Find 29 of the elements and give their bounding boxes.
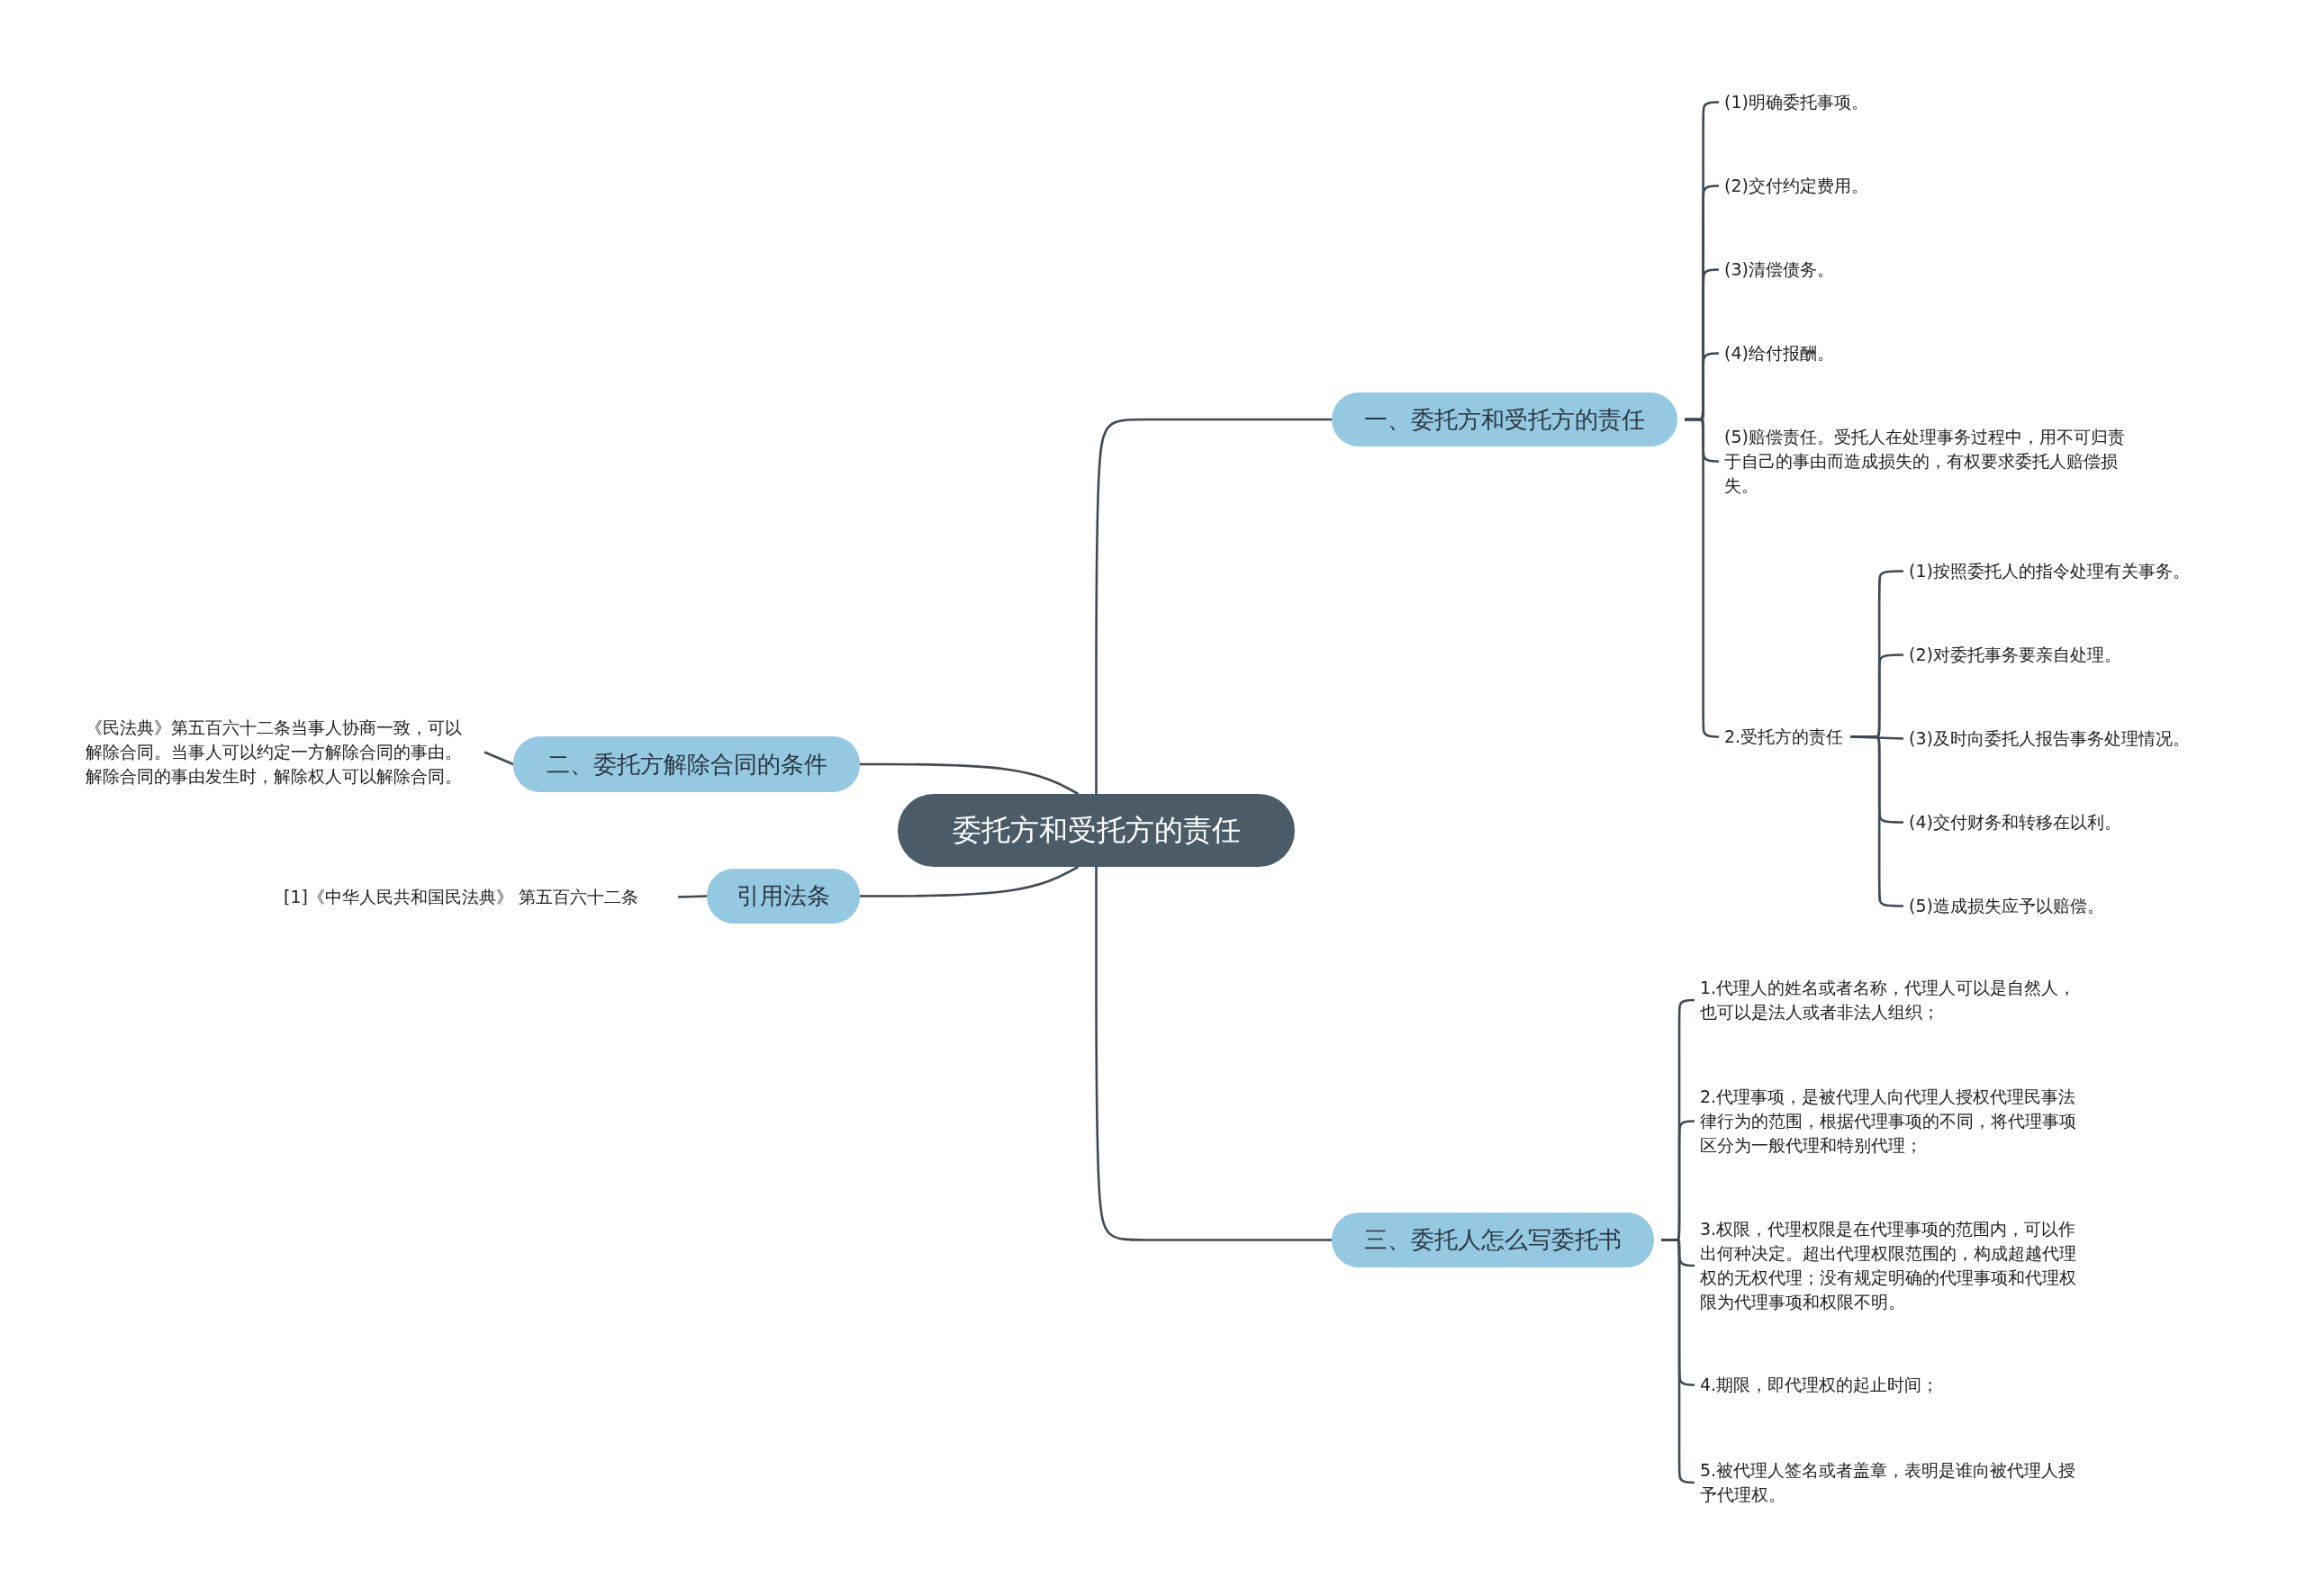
topic-text: (2)对委托事务要亲自处理。 [1909,643,2121,667]
topic-text: 5.被代理人签名或者盖章，表明是谁向被代理人授予代理权。 [1700,1458,2092,1507]
topic-text: (1)按照委托人的指令处理有关事务。 [1909,559,2190,583]
connector-line [484,751,514,766]
topic-pill: 三、委托人怎么写委托书 [1332,1213,1654,1267]
topic-text: (3)清偿债务。 [1724,257,1834,282]
topic-text: 《民法典》第五百六十二条当事人协商一致，可以解除合同。当事人可以约定一方解除合同的事由。解除合同的事由发生时，解除权人可以解除合同。 [86,716,477,789]
central-topic: 委托方和受托方的责任 [898,794,1295,867]
connector-line [860,865,1080,897]
topic-text: (4)给付报酬。 [1724,341,1834,365]
topic-text: (2)交付约定费用。 [1724,174,1868,198]
topic-pill: 一、委托方和受托方的责任 [1332,392,1677,446]
topic-text: [1]《中华人民共和国民法典》 第五百六十二条 [284,885,671,909]
topic-text: 4.期限，即代理权的起止时间； [1700,1373,1939,1397]
topic-text: 2.代理事项，是被代理人向代理人授权代理民事法律行为的范围，根据代理事项的不同，将代理事项区分为一般代理和特别代理； [1700,1085,2092,1158]
connector-line [860,762,1080,796]
topic-text: (1)明确委托事项。 [1724,90,1868,114]
topic-text: 2.受托方的责任 [1724,725,1844,749]
connector-line [1095,418,1332,794]
connector-line [677,895,708,898]
topic-pill: 引用法条 [707,869,860,924]
topic-text: (5)造成损失应予以赔偿。 [1909,894,2104,918]
topic-text: (4)交付财务和转移在以利。 [1909,810,2121,834]
topic-text: 1.代理人的姓名或者名称，代理人可以是自然人，也可以是法人或者非法人组织； [1700,976,2092,1024]
connector-line [1095,867,1332,1241]
topic-text: (5)赔偿责任。受托人在处理事务过程中，用不可归责于自己的事由而造成损失的，有权要求委托人赔偿损失。 [1724,425,2125,498]
topic-text: 3.权限，代理权限是在代理事项的范围内，可以作出何种决定。超出代理权限范围的，构成超越代理权的无权代理；没有规定明确的代理事项和代理权限为代理事项和权限不明。 [1700,1217,2092,1314]
topic-text: (3)及时向委托人报告事务处理情况。 [1909,726,2190,751]
topic-pill: 二、委托方解除合同的条件 [513,736,860,792]
